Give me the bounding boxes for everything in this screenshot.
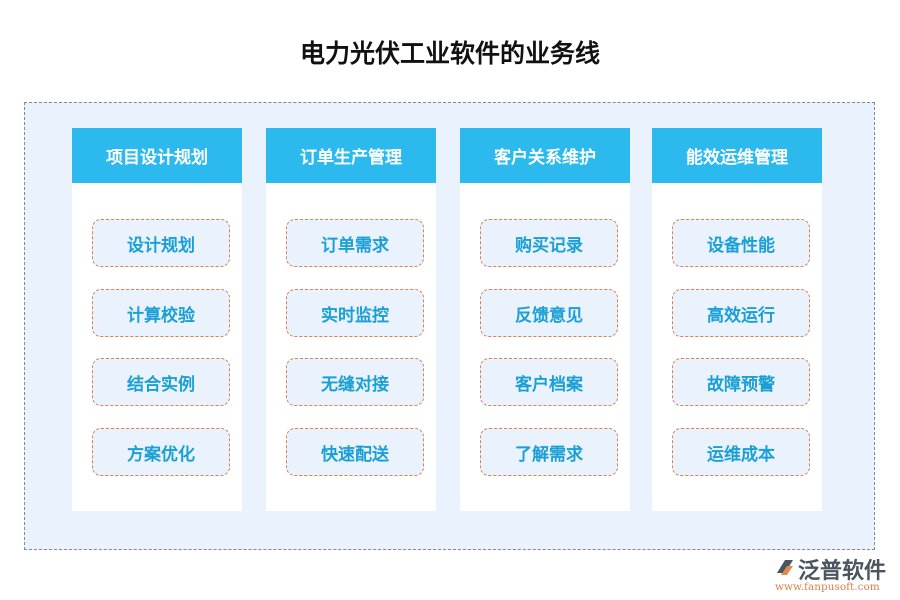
column-header: 能效运维管理 [652,128,822,183]
business-item: 了解需求 [480,428,618,476]
business-item: 方案优化 [92,428,230,476]
business-line-column: 客户关系维护购买记录反馈意见客户档案了解需求 [460,128,630,511]
business-item: 高效运行 [672,289,810,337]
business-item: 计算校验 [92,289,230,337]
business-item: 实时监控 [286,289,424,337]
logo-mark-icon [777,560,793,575]
business-line-column: 能效运维管理设备性能高效运行故障预警运维成本 [652,128,822,511]
business-line-column: 项目设计规划设计规划计算校验结合实例方案优化 [72,128,242,511]
business-item: 订单需求 [286,219,424,267]
business-item: 设备性能 [672,219,810,267]
business-item: 设计规划 [92,219,230,267]
logo-url: www.fanpusoft.com [775,581,880,593]
fanpusoft-logo: 泛普软件 www.fanpusoft.com [772,553,897,598]
business-item: 结合实例 [92,358,230,406]
business-item: 客户档案 [480,358,618,406]
business-line-column: 订单生产管理订单需求实时监控无缝对接快速配送 [266,128,436,511]
business-item: 购买记录 [480,219,618,267]
column-header: 项目设计规划 [72,128,242,183]
diagram-title: 电力光伏工业软件的业务线 [299,39,600,68]
column-header: 客户关系维护 [460,128,630,183]
business-item: 快速配送 [286,428,424,476]
business-item: 反馈意见 [480,289,618,337]
business-item: 无缝对接 [286,358,424,406]
logo-name: 泛普软件 [798,559,887,584]
business-item: 运维成本 [672,428,810,476]
column-header: 订单生产管理 [266,128,436,183]
business-item: 故障预警 [672,358,810,406]
